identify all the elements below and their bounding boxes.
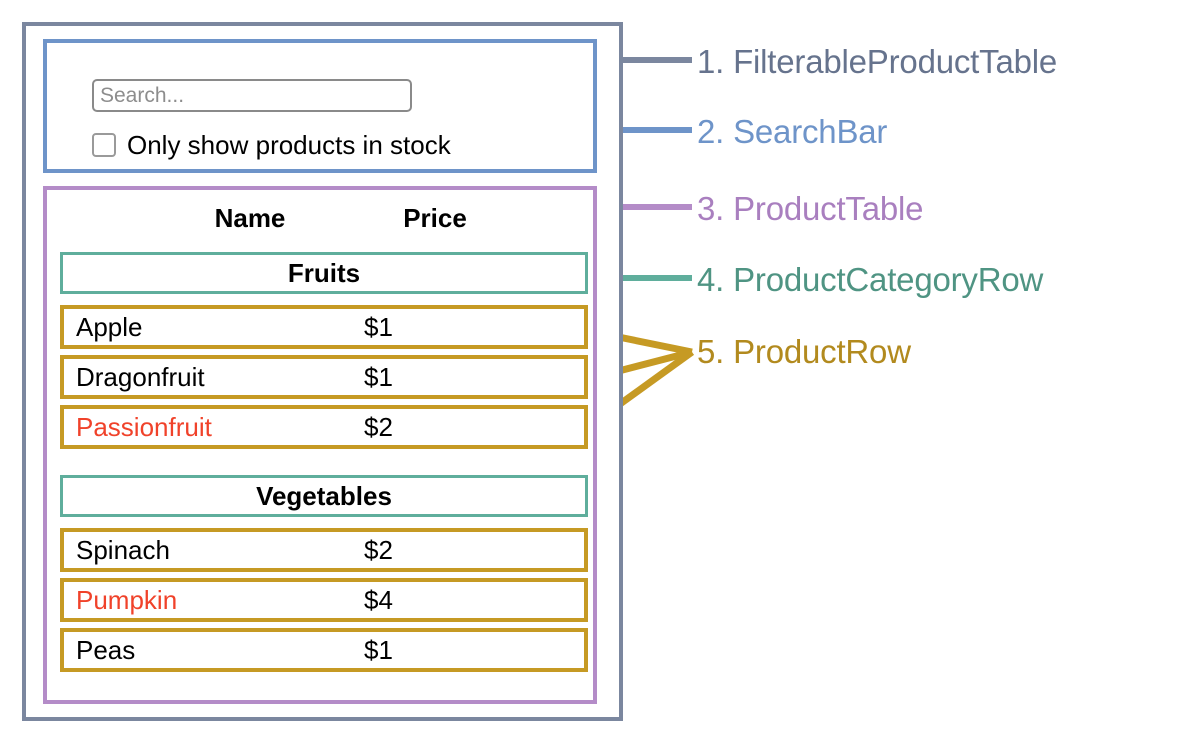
product-row: Dragonfruit $1 — [60, 355, 588, 399]
product-price: $1 — [364, 362, 393, 392]
product-price: $4 — [364, 585, 393, 615]
product-row: Spinach $2 — [60, 528, 588, 572]
product-name: Peas — [76, 635, 136, 665]
product-category-label: Vegetables — [256, 481, 392, 511]
column-header-name: Name — [214, 202, 286, 233]
callout-label-product-table: 3. ProductTable — [697, 190, 924, 227]
product-name-out-of-stock: Pumpkin — [76, 585, 178, 615]
product-category-row: Fruits — [60, 252, 588, 294]
product-name-out-of-stock: Passionfruit — [76, 412, 212, 442]
callout-label-search-bar: 2. SearchBar — [697, 113, 888, 150]
callout-label-product-category-row: 4. ProductCategoryRow — [697, 261, 1044, 298]
product-row: Pumpkin $4 — [60, 578, 588, 622]
product-category-row: Vegetables — [60, 475, 588, 517]
column-header-price: Price — [403, 202, 467, 233]
product-table-body: Fruits Apple $1 Dragonfruit $1 Passionfr… — [60, 252, 588, 678]
product-table-header: Name Price — [47, 198, 593, 238]
product-name: Apple — [76, 312, 143, 342]
product-row: Apple $1 — [60, 305, 588, 349]
product-name: Spinach — [76, 535, 170, 565]
product-category-label: Fruits — [287, 258, 361, 288]
product-price: $2 — [364, 535, 393, 565]
product-row: Passionfruit $2 — [60, 405, 588, 449]
in-stock-checkbox[interactable] — [92, 133, 116, 157]
product-name: Dragonfruit — [76, 362, 205, 392]
product-price: $1 — [364, 635, 393, 665]
product-table: Name Price Fruits Apple $1 Dragonfruit $… — [43, 186, 597, 704]
search-input[interactable]: Search... — [92, 79, 412, 112]
product-price: $1 — [364, 312, 393, 342]
product-row: Peas $1 — [60, 628, 588, 672]
in-stock-checkbox-label: Only show products in stock — [127, 130, 451, 160]
callout-label-product-row: 5. ProductRow — [697, 333, 911, 370]
callout-label-filterable-product-table: 1. FilterableProductTable — [697, 43, 1058, 80]
product-price: $2 — [364, 412, 393, 442]
search-bar: Search... Only show products in stock — [43, 39, 597, 173]
in-stock-filter-row[interactable]: Only show products in stock — [92, 129, 451, 161]
